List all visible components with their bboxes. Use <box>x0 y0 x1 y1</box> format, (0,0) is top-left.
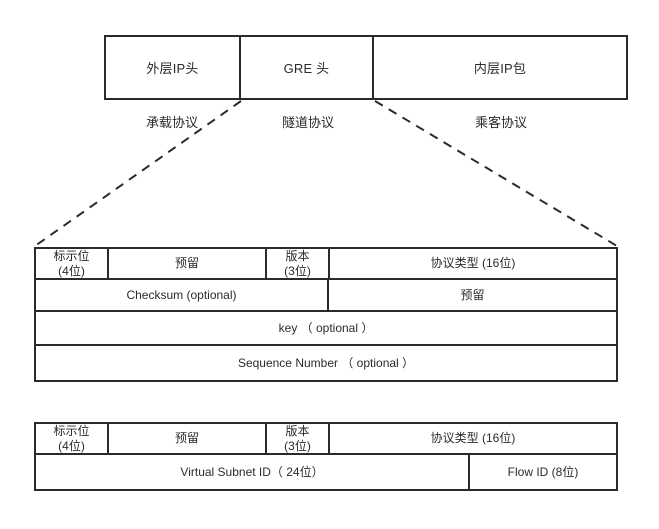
field-label: 预留 <box>174 256 199 270</box>
gre-row-key: key （ optional ） <box>36 312 616 346</box>
packet-cell-label: GRE 头 <box>283 61 330 76</box>
field-label: 协议类型 (16位) <box>430 256 516 270</box>
nvgre-row-flags: 标示位 (4位) 预留 版本 (3位) 协议类型 (16位) <box>36 424 616 455</box>
protocol-caption-carrier: 承载协议 <box>145 115 199 130</box>
nvgre-row-vsid: Virtual Subnet ID（ 24位） Flow ID (8位) <box>36 455 616 489</box>
field-sublabel: (3位) <box>284 263 311 278</box>
gre-field-checksum: Checksum (optional) <box>36 280 329 310</box>
field-label: 协议类型 (16位) <box>430 431 516 445</box>
field-sublabel: (3位) <box>284 438 311 453</box>
packet-cell-label: 内层IP包 <box>473 61 527 76</box>
field-label: key （ optional ） <box>278 320 374 335</box>
nvgre-field-flow-id: Flow ID (8位) <box>470 455 616 489</box>
gre-field-reserved-2: 预留 <box>329 280 616 310</box>
packet-strip: 外层IP头 GRE 头 内层IP包 <box>104 35 628 100</box>
gre-field-key: key （ optional ） <box>36 312 616 344</box>
field-sublabel: (4位) <box>58 263 85 278</box>
gre-row-sequence: Sequence Number （ optional ） <box>36 346 616 380</box>
nvgre-field-protocol-type: 协议类型 (16位) <box>330 424 616 453</box>
gre-field-flags: 标示位 (4位) <box>36 249 109 278</box>
gre-field-sequence-number: Sequence Number （ optional ） <box>36 346 616 380</box>
field-label: Sequence Number （ optional ） <box>237 355 415 370</box>
packet-cell-outer-ip-header: 外层IP头 <box>106 37 241 98</box>
nvgre-field-reserved: 预留 <box>109 424 267 453</box>
nvgre-field-virtual-subnet-id: Virtual Subnet ID（ 24位） <box>36 455 470 489</box>
field-label: 预留 <box>460 287 485 302</box>
field-label: 版本 <box>285 423 310 438</box>
gre-row-flags: 标示位 (4位) 预留 版本 (3位) 协议类型 (16位) <box>36 249 616 280</box>
field-label: 预留 <box>174 431 199 445</box>
field-label: 版本 <box>285 248 310 263</box>
gre-field-version: 版本 (3位) <box>267 249 330 278</box>
connector-line-left <box>34 100 242 247</box>
protocol-caption-passenger: 乘客协议 <box>474 115 528 130</box>
packet-cell-label: 外层IP头 <box>146 61 199 76</box>
field-label: Checksum (optional) <box>126 287 237 302</box>
packet-cell-inner-ip-packet: 内层IP包 <box>374 37 626 98</box>
gre-field-reserved: 预留 <box>109 249 267 278</box>
field-label: 标示位 <box>53 248 90 263</box>
nvgre-field-flags: 标示位 (4位) <box>36 424 109 453</box>
gre-header-field-table: 标示位 (4位) 预留 版本 (3位) 协议类型 (16位) Checksum … <box>34 247 618 382</box>
packet-cell-gre-header: GRE 头 <box>241 37 374 98</box>
gre-row-checksum: Checksum (optional) 预留 <box>36 280 616 312</box>
gre-field-protocol-type: 协议类型 (16位) <box>330 249 616 278</box>
nvgre-field-version: 版本 (3位) <box>267 424 330 453</box>
protocol-caption-tunnel: 隧道协议 <box>281 115 335 130</box>
field-label: Flow ID (8位) <box>507 464 579 479</box>
field-sublabel: (4位) <box>58 438 85 453</box>
field-label: 标示位 <box>53 423 90 438</box>
field-label: Virtual Subnet ID（ 24位） <box>180 464 324 479</box>
nvgre-header-field-table: 标示位 (4位) 预留 版本 (3位) 协议类型 (16位) Virtual S… <box>34 422 618 491</box>
